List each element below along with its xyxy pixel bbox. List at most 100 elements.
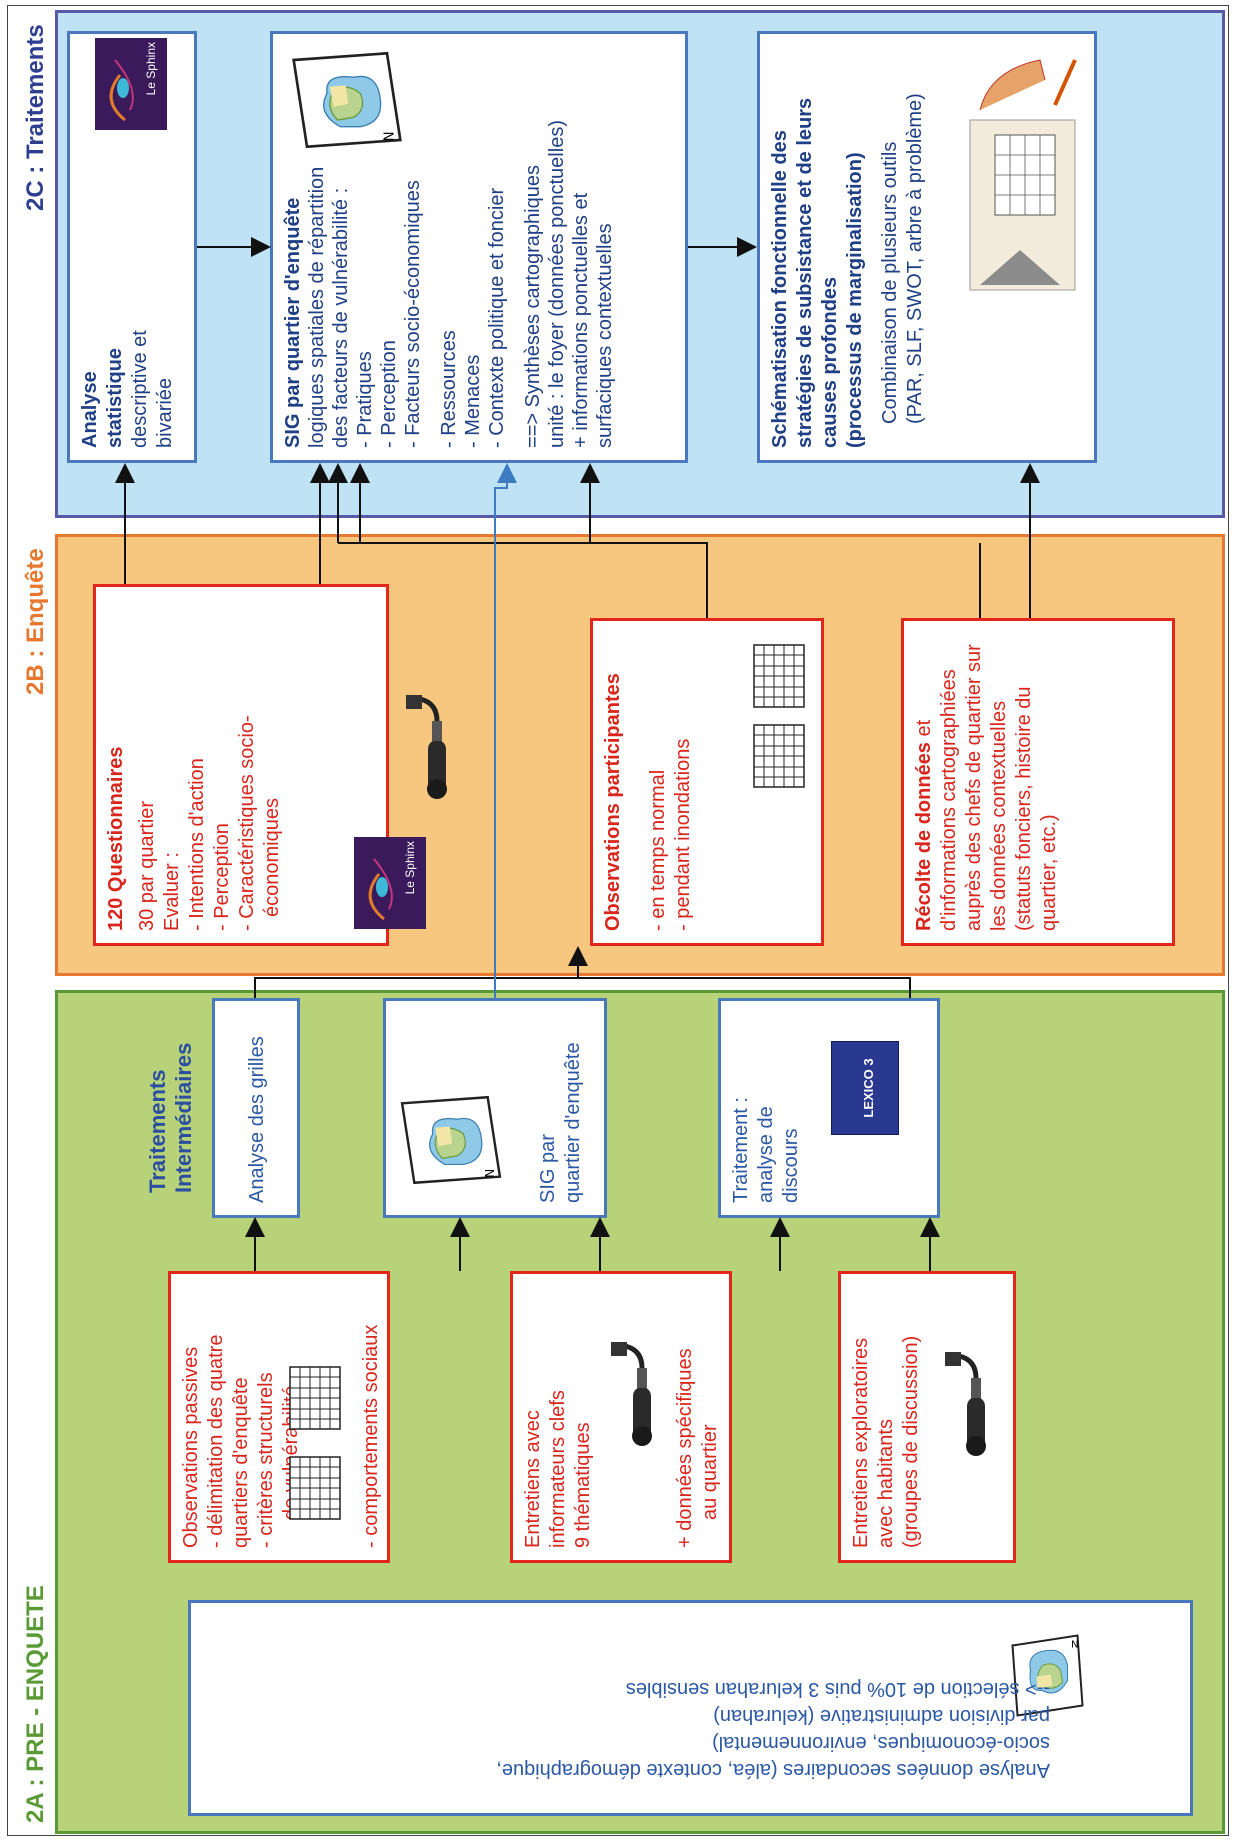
observations-passives-box: Observations passives - délimitation des…: [168, 1271, 390, 1563]
sphinx-icon: Le Sphinx: [95, 38, 167, 130]
sig-line-10: [509, 46, 521, 448]
lexico-icon: LEXICO 3: [831, 1041, 899, 1135]
ent-line-2: informateurs clefs: [547, 1390, 569, 1548]
analyse-line-1: Analyse données secondaires (aléa, conte…: [496, 1759, 1050, 1781]
microphone-icon: [603, 1340, 690, 1450]
questionnaires-title: 120 Questionnaires: [105, 746, 127, 931]
obs-line-1: Observations passives: [180, 1346, 202, 1548]
ent-extra: + données spécifiques au quartier: [673, 1348, 723, 1548]
svg-text:N: N: [483, 1169, 497, 1178]
lexico-label: LEXICO 3: [861, 1058, 876, 1118]
disc-line-1: Traitement :: [730, 1097, 752, 1203]
sch-line-2: (PAR, SLF, SWOT, arbre à problème): [904, 93, 926, 424]
obs-line-4: - critères structurels: [255, 1372, 277, 1548]
section-title-enquete: 2B : Enquête: [22, 548, 49, 695]
expl-line-1: Entretiens exploratoires: [850, 1337, 872, 1548]
sch-title-1: Schématisation fonctionnelle des: [769, 130, 791, 448]
analyse-grilles-box: Analyse des grilles: [212, 998, 300, 1218]
entretiens-clefs-text: Entretiens avec informateurs clefs 9 thé…: [513, 1274, 604, 1560]
ti-line-2: Intermédiaires: [171, 1042, 196, 1193]
ent-extra-2: au quartier: [699, 1424, 721, 1520]
sphinx-icon: Le Sphinx: [354, 837, 426, 929]
recolte-donnees-box: Récolte de données et d'informations car…: [901, 618, 1175, 946]
sphinx-label: Le Sphinx: [144, 42, 158, 96]
sig-line-12: unité : le foyer (données ponctuelles): [546, 120, 568, 448]
section-title-traitements: 2C : Traitements: [22, 24, 49, 211]
svg-text:N: N: [383, 131, 398, 141]
rec-line-5: quartier, etc.): [1038, 814, 1060, 931]
sigq-line-1: SIG par: [537, 1134, 559, 1203]
recolte-title: Récolte de données: [913, 742, 935, 931]
rec-line-4: (statuts fonciers, histoire du: [1013, 686, 1035, 931]
rec-line-2: auprès des chefs de quartier sur: [963, 644, 985, 931]
q-line-6: économiques: [261, 798, 283, 917]
sig-line-6: [425, 46, 437, 448]
obs-part-title: Observations participantes: [602, 673, 624, 931]
rec-line-3: les données contextuelles: [988, 700, 1010, 931]
analyse-lines: Analyse données secondaires (aléa, conte…: [496, 1675, 1050, 1783]
map-icon: N: [287, 40, 414, 160]
map-icon: N: [1003, 1624, 1093, 1721]
sig-vulnerabilite-box: SIG par quartier d'enquête logiques spat…: [270, 31, 688, 463]
expl-line-2: avec habitants: [875, 1419, 897, 1548]
sch-title-4: (processus de marginalisation): [844, 152, 866, 448]
entretiens-expl-text: Entretiens exploratoires avec habitants …: [841, 1274, 932, 1560]
recolte-first: et: [913, 719, 935, 743]
grid-icon: [753, 724, 812, 788]
grid-icon: [289, 1456, 348, 1520]
sig-line-14: surfaciques contextuelles: [594, 223, 616, 448]
obs-line-3: quartiers d'enquête: [230, 1377, 252, 1548]
expl-line-3: (groupes de discussion): [900, 1335, 922, 1548]
schema-text: Schématisation fonctionnelle des stratég…: [760, 34, 936, 460]
sch-line-1: Combinaison de plusieurs outils: [879, 141, 901, 424]
sphinx-label: Le Sphinx: [403, 841, 417, 895]
op-line-1: - en temps normal: [647, 769, 669, 931]
questionnaires-text: 120 Questionnaires 30 par quartier Evalu…: [96, 587, 293, 943]
recolte-text: Récolte de données et d'informations car…: [904, 621, 1070, 943]
diagram-collage-icon: [950, 40, 1097, 310]
entretiens-exploratoires-box: Entretiens exploratoires avec habitants …: [838, 1271, 1016, 1563]
analyse-statistique-box: Analyse statistique descriptive et bivar…: [67, 31, 197, 463]
sig-line-9: - Contexte politique et foncier: [486, 187, 508, 448]
ent-extra-1: + données spécifiques: [674, 1348, 696, 1548]
analyse-discours-box: Traitement : analyse de discours LEXICO …: [718, 998, 940, 1218]
analyse-grilles-label: Analyse des grilles: [246, 1036, 268, 1203]
obs-part-text: Observations participantes - en temps no…: [593, 621, 704, 943]
grid-icon: [753, 644, 812, 708]
q-line-1: 30 par quartier: [136, 800, 158, 931]
analyse-rot: Analyse données secondaires (aléa, conte…: [190, 1603, 1190, 1813]
obs-passives-extra: - comportements sociaux: [360, 1324, 382, 1548]
entretiens-clefs-box: Entretiens avec informateurs clefs 9 thé…: [510, 1271, 732, 1563]
analyse-line-2: socio-économiques, environnemental): [712, 1732, 1050, 1754]
section-title-pre-enquete: 2A : PRE - ENQUETE: [22, 1585, 49, 1823]
microphone-icon: [398, 693, 485, 803]
op-line-3: - pendant inondations: [672, 738, 694, 931]
analyse-line-4: --> sélection de 10% puis 3 kelurahan se…: [625, 1678, 1050, 1700]
q-line-5: - Caractéristiques socio-: [236, 715, 258, 931]
analyse-text-holder: Analyse données secondaires (aléa, conte…: [188, 1603, 1193, 1813]
sig-line-8: - Menaces: [462, 354, 484, 448]
analyse-line-3: par division administrative (kelurahan): [713, 1705, 1050, 1727]
disc-line-3: discours: [780, 1128, 802, 1203]
schematisation-box: Schématisation fonctionnelle des stratég…: [757, 31, 1097, 463]
traitements-intermediaires-label: Traitements Intermédiaires: [145, 1043, 197, 1193]
questionnaires-box: 120 Questionnaires 30 par quartier Evalu…: [93, 584, 447, 946]
disc-line-2: analyse de: [755, 1106, 777, 1203]
microphone-icon: [937, 1350, 1024, 1460]
q-line-3: - Intentions d'action: [186, 758, 208, 931]
rec-line-1: d'informations cartographiées: [938, 669, 960, 931]
obs-line-2: - délimitation des quatre: [205, 1334, 227, 1548]
sig-quartier-box: N SIG par quartier d'enquête: [383, 998, 607, 1218]
ent-line-1: Entretiens avec: [522, 1410, 544, 1548]
analyse-donnees-box: N: [188, 1600, 1193, 1816]
map-icon: N: [396, 1085, 513, 1195]
sch-title-2: stratégies de subsistance et de leurs: [794, 97, 816, 448]
sig-line-7: - Ressources: [438, 330, 460, 448]
q-line-2: Evaluer :: [161, 852, 183, 931]
sig-line-13: + informations ponctuelles et: [570, 192, 592, 448]
svg-text:N: N: [1071, 1638, 1078, 1649]
grid-icon: [289, 1366, 348, 1430]
sig-q-text: SIG par quartier d'enquête: [536, 1042, 586, 1203]
